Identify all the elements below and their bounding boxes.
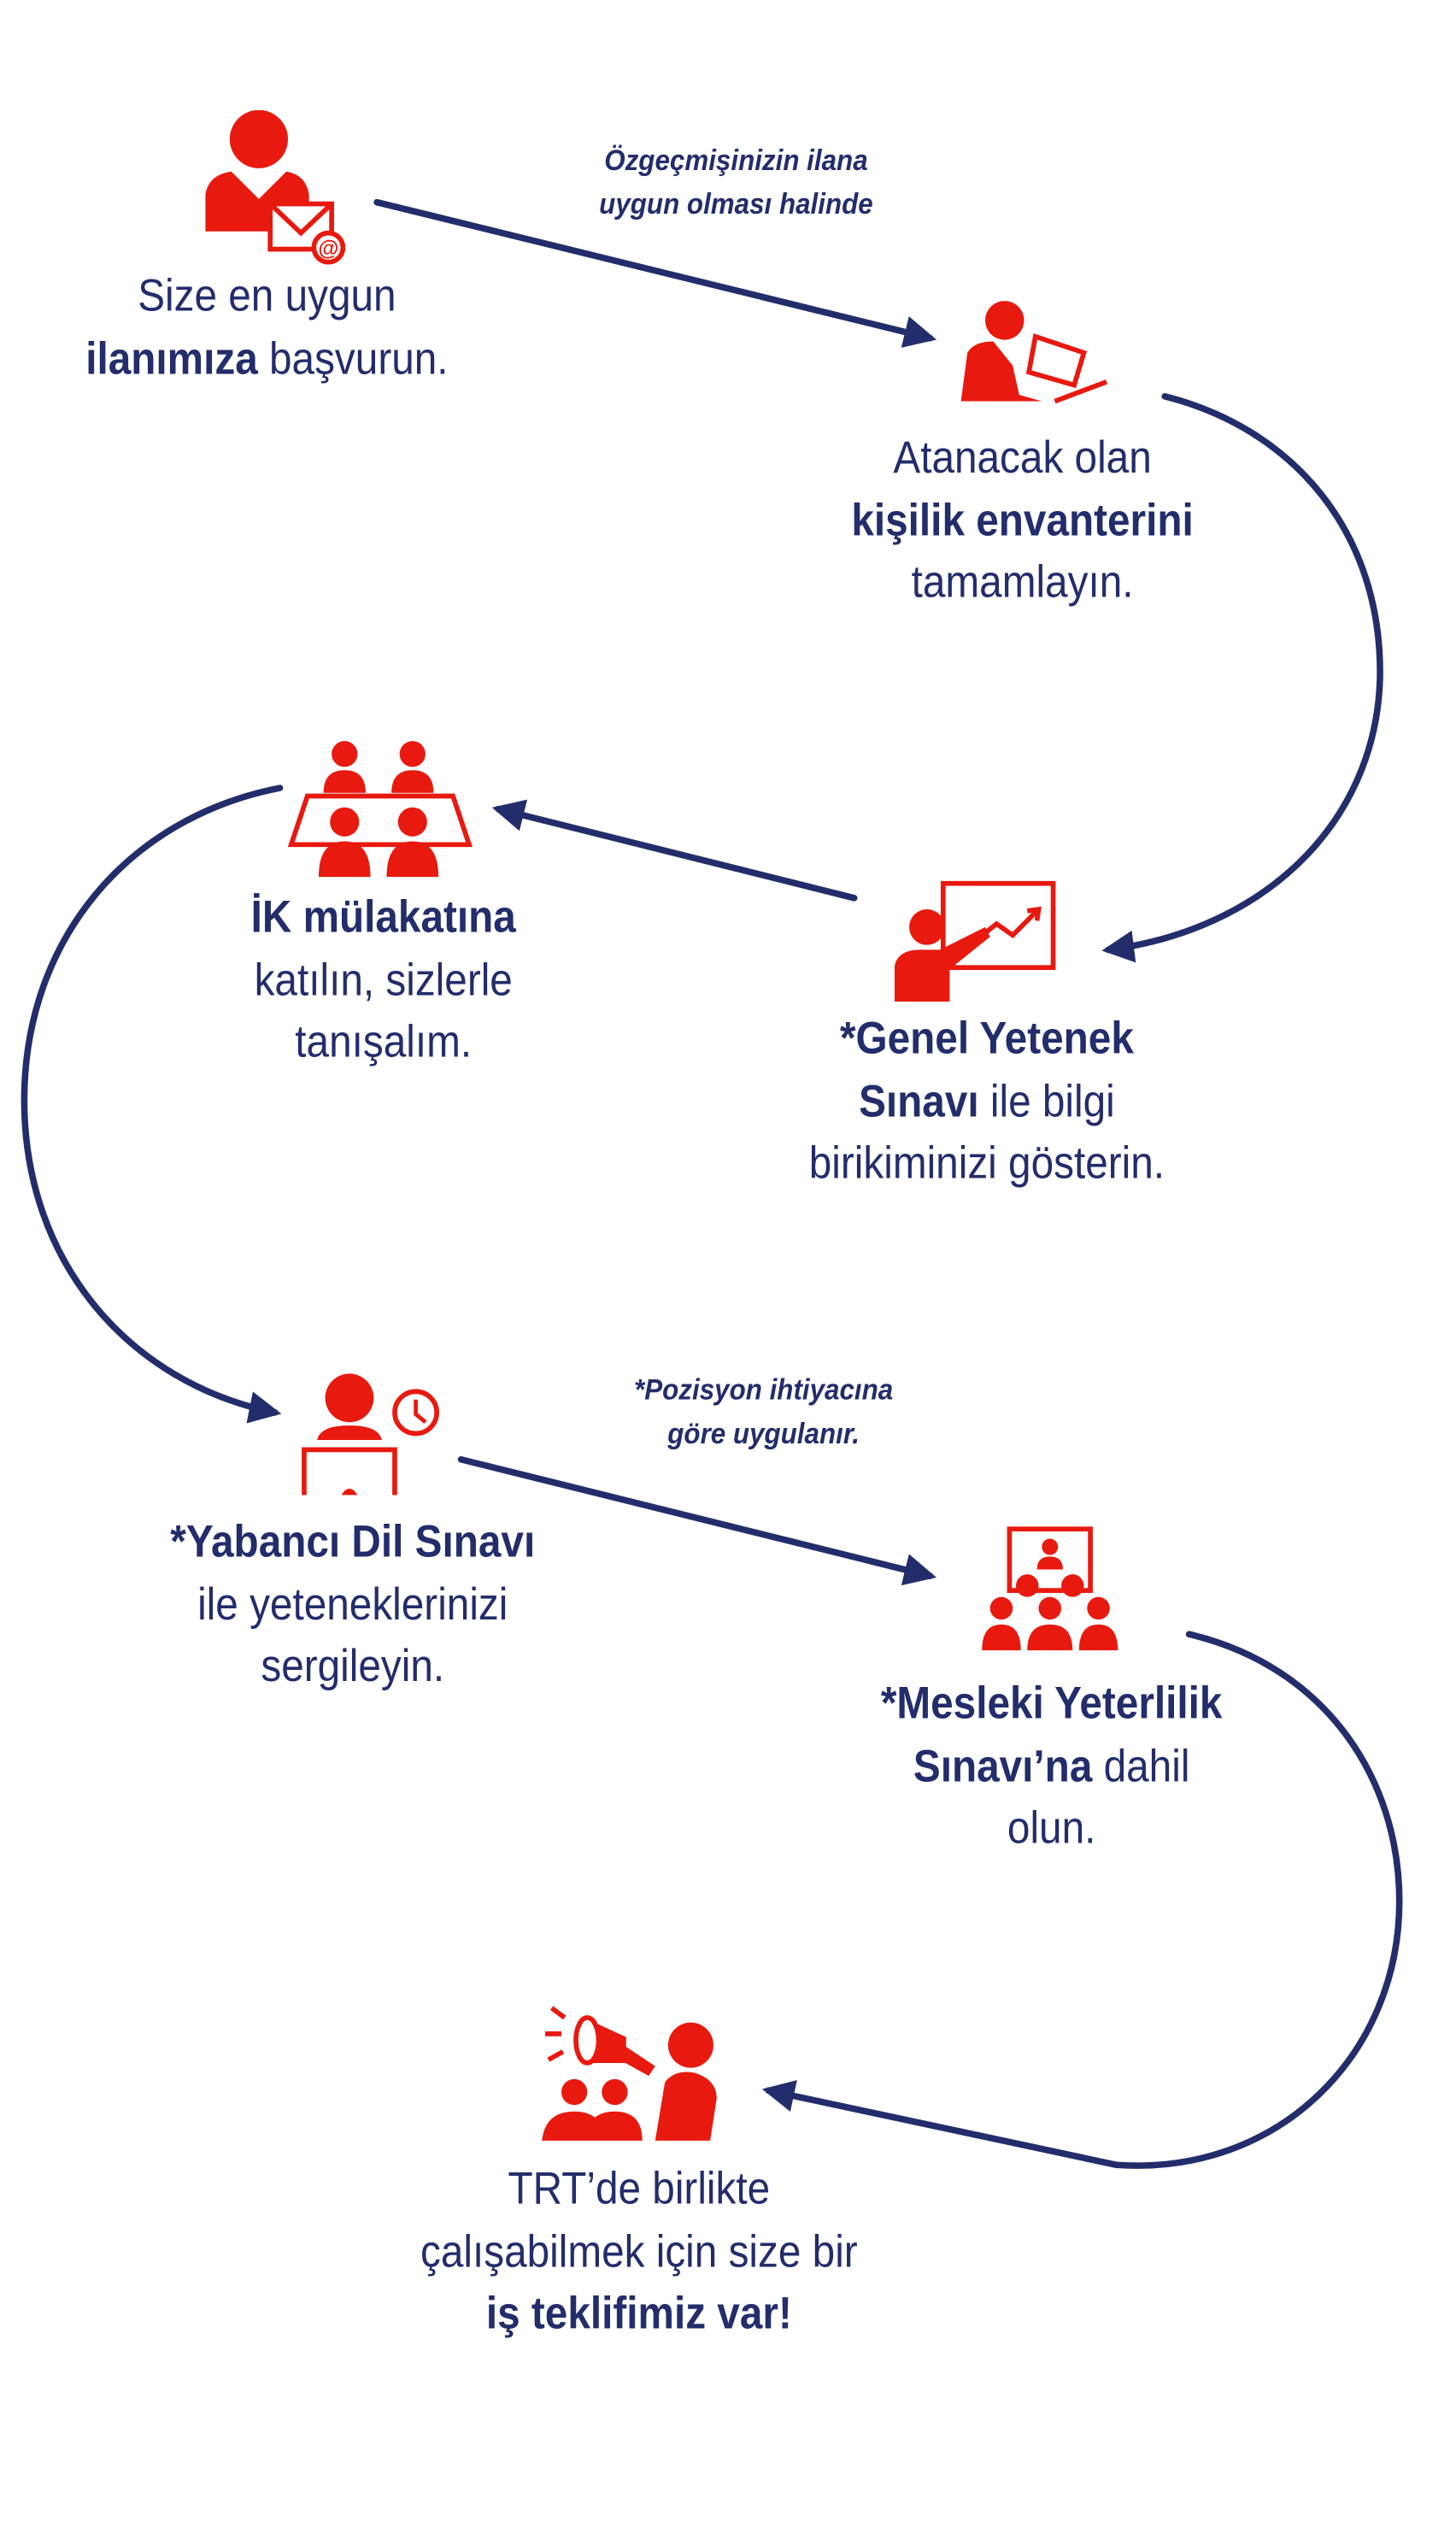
step-text: başvurun.: [257, 332, 449, 383]
megaphone-icon: [542, 2006, 717, 2141]
curve-arrow-4: [21, 785, 284, 1424]
svg-text:@: @: [318, 238, 338, 261]
step-line: Sınavı’na dahil: [760, 1736, 1343, 1798]
step-line: *Yabancı Dil Sınavı: [62, 1511, 644, 1573]
note-line: *Pozisyon ihtiyacına: [634, 1373, 894, 1407]
step-line: *Mesleki Yeterlilik: [760, 1673, 1343, 1736]
audience-icon: [982, 1526, 1118, 1651]
step-text: ile bilgi: [978, 1075, 1115, 1126]
user-clock-icon: [302, 1373, 440, 1496]
step-bold: *Mesleki Yeterlilik: [880, 1678, 1223, 1729]
step-bold: *Yabancı Dil Sınavı: [170, 1516, 536, 1566]
curve-arrow-6: [761, 1631, 1403, 2169]
step-line: olun.: [1007, 1802, 1096, 1853]
step-line: ile yeteneklerinizi: [197, 1578, 508, 1629]
step-text: dahil: [1092, 1740, 1190, 1790]
step-line: Size en uygun: [138, 270, 396, 320]
step-line: çalışabilmek için size bir: [420, 2225, 858, 2276]
note-line: göre uygulanır.: [667, 1417, 860, 1450]
step-bold: *Genel Yetenek: [839, 1013, 1134, 1063]
step-line: katılın, sizlerle: [254, 954, 513, 1004]
step-line: tamamlayın.: [911, 556, 1134, 607]
arrow-1: [373, 198, 937, 348]
step-line: tanışalım.: [295, 1015, 473, 1067]
step-line: Atanacak olan: [893, 432, 1152, 483]
step-line: Sınavı ile bilgi: [696, 1070, 1278, 1132]
step-personality-inventory: Atanacak olan kişilik envanterini tamaml…: [731, 427, 1314, 614]
note-position-need: *Pozisyon ihtiyacına göre uygulanır.: [540, 1369, 987, 1456]
step-line: iş teklifimiz var!: [348, 2283, 931, 2345]
step-professional-exam: *Mesleki Yeterlilik Sınavı’na dahil olun…: [760, 1673, 1343, 1860]
note-line: uygun olması halinde: [599, 187, 873, 220]
curve-arrow-2: [1101, 393, 1383, 963]
arrow-3: [491, 799, 858, 902]
arrow-5: [457, 1455, 936, 1586]
step-line: ilanımıza başvurun.: [0, 327, 558, 390]
step-line: *Genel Yetenek: [696, 1008, 1278, 1071]
step-bold: Sınavı: [859, 1075, 979, 1126]
step-line: İK mülakatına: [92, 887, 675, 949]
user-envelope-icon: @: [205, 109, 346, 265]
note-line: Özgeçmişinizin ilana: [604, 144, 868, 177]
step-bold: Sınavı’na: [913, 1740, 1093, 1790]
step-bold: kişilik envanterini: [851, 494, 1194, 545]
step-line: TRT’de birlikte: [508, 2163, 771, 2214]
step-job-offer: TRT’de birlikte çalışabilmek için size b…: [348, 2159, 931, 2346]
presenter-chart-icon: [894, 880, 1056, 1002]
step-hr-interview: İK mülakatına katılın, sizlerle tanışalı…: [92, 887, 675, 1074]
step-line: kişilik envanterini: [731, 490, 1314, 552]
step-language-exam: *Yabancı Dil Sınavı ile yeteneklerinizi …: [62, 1511, 644, 1698]
step-general-aptitude: *Genel Yetenek Sınavı ile bilgi birikimi…: [696, 1008, 1278, 1196]
meeting-table-icon: [287, 741, 473, 878]
step-apply: Size en uygun ilanımıza başvurun.: [0, 266, 558, 391]
step-line: sergileyin.: [261, 1640, 445, 1691]
step-bold: iş teklifimiz var!: [485, 2288, 792, 2338]
user-laptop-icon: [960, 301, 1108, 404]
note-cv-match: Özgeçmişinizin ilana uygun olması halind…: [513, 139, 960, 226]
step-bold: İK mülakatına: [250, 891, 516, 942]
step-bold: ilanımıza: [85, 332, 258, 383]
step-line: birikiminizi gösterin.: [808, 1137, 1165, 1188]
